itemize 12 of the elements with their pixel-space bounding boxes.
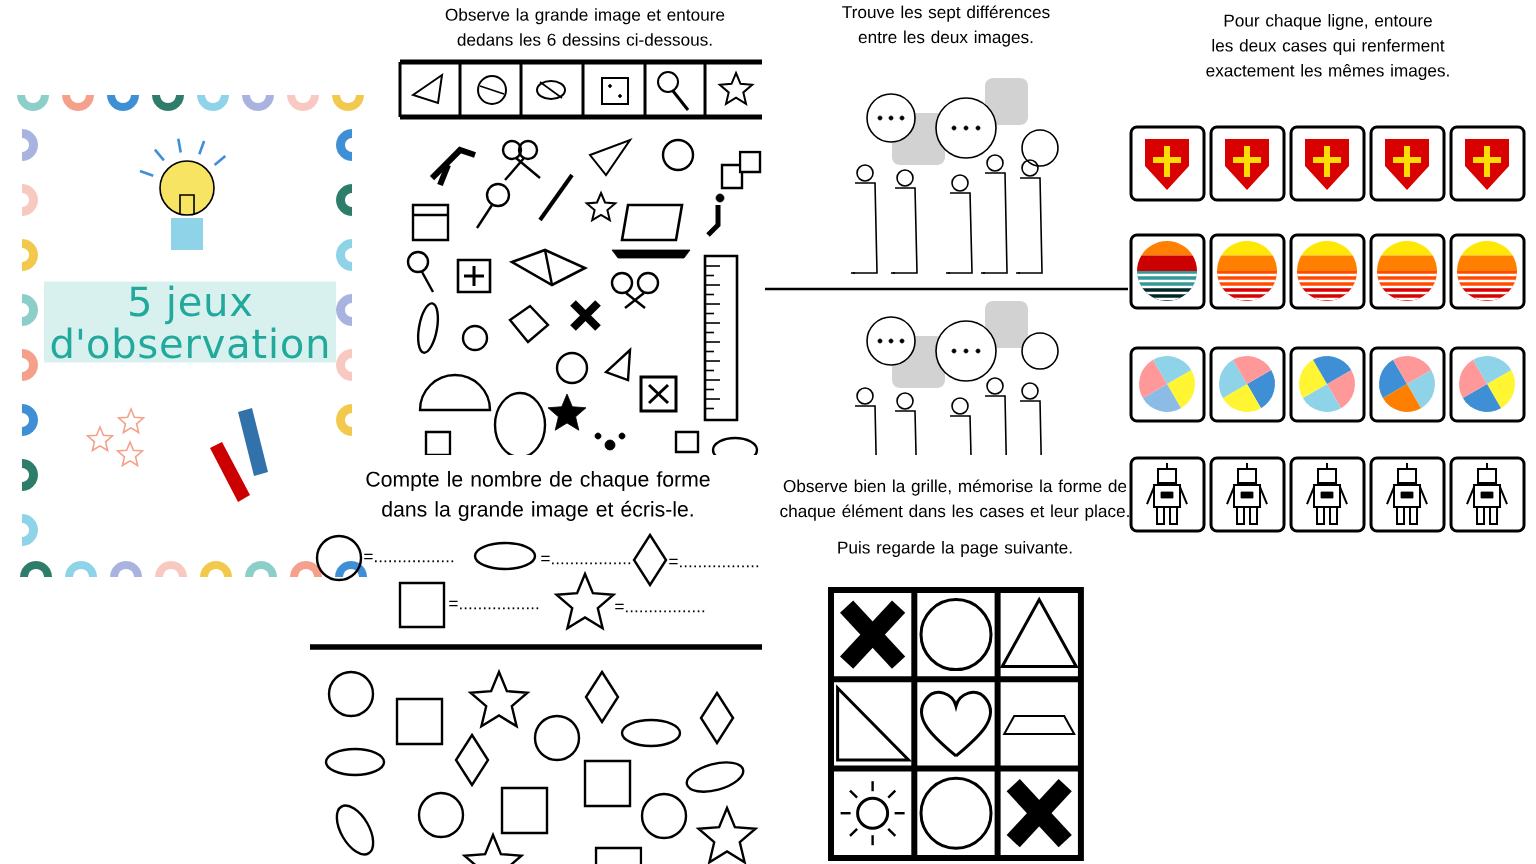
title: 5 jeux d'observation (44, 281, 336, 363)
fill-in-line: =................. (449, 600, 539, 610)
fill-in-line: =................. (669, 558, 759, 568)
instruction-text: Trouve les sept différences entre les deux images. (842, 5, 1050, 47)
instruction-text: Pour chaque ligne, entoure les deux cases qui renferment exactement les mêmes images. (1206, 14, 1449, 81)
fill-in-line: =................. (541, 555, 631, 565)
instruction-text: Puis regarde la page suivante. (838, 541, 1072, 558)
instruction-text: Observe bien la grille, mémorise la forme de chaque élément dans les cases et leur place. (780, 479, 1129, 521)
instruction-text: Compte le nombre de chaque forme dans la grande image et écris-le. (366, 471, 710, 521)
fill-in-line: =................. (615, 603, 705, 613)
instruction-text: Observe la grande image et entoure dedans les 6 dessins ci-dessous. (445, 8, 725, 46)
fill-in-line: =................. (364, 553, 454, 563)
